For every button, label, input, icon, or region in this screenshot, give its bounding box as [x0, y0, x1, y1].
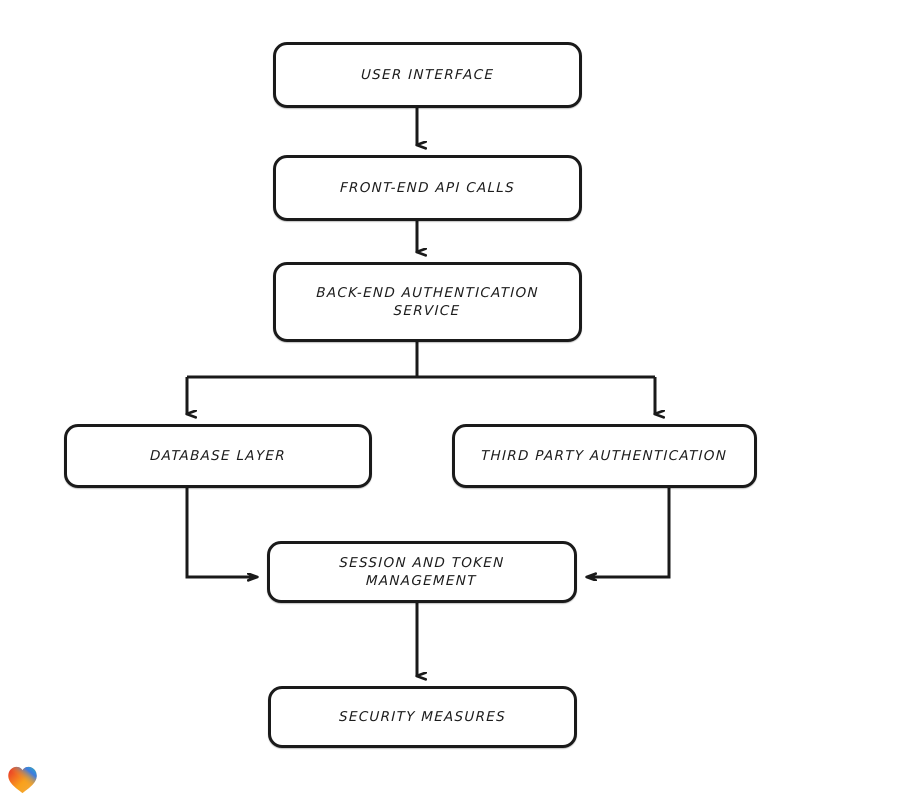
- node-label: Front-end API Calls: [339, 179, 516, 196]
- node-label: Security Measures: [338, 708, 507, 725]
- node-label: Third Party Authentication: [481, 447, 728, 464]
- node-frontend-api[interactable]: Front-end API Calls: [273, 155, 582, 221]
- node-security-measures[interactable]: Security Measures: [268, 686, 577, 748]
- edge-thirdparty-to-session: [587, 488, 671, 577]
- node-label: Session and Token Management: [339, 554, 506, 589]
- node-session-and-token-management[interactable]: Session and Token Management: [267, 541, 577, 603]
- edge-database-to-session: [185, 488, 257, 577]
- node-database-layer[interactable]: Database Layer: [64, 424, 372, 488]
- heart-icon: [8, 766, 37, 794]
- node-third-party-authentication[interactable]: Third Party Authentication: [452, 424, 757, 488]
- node-backend-authentication-service[interactable]: Back-end Authentication Service: [273, 262, 582, 342]
- node-label: Back-end Authentication Service: [316, 284, 540, 319]
- node-label: Database Layer: [149, 447, 287, 464]
- node-user-interface[interactable]: User Interface: [273, 42, 582, 108]
- node-label: User Interface: [360, 66, 495, 83]
